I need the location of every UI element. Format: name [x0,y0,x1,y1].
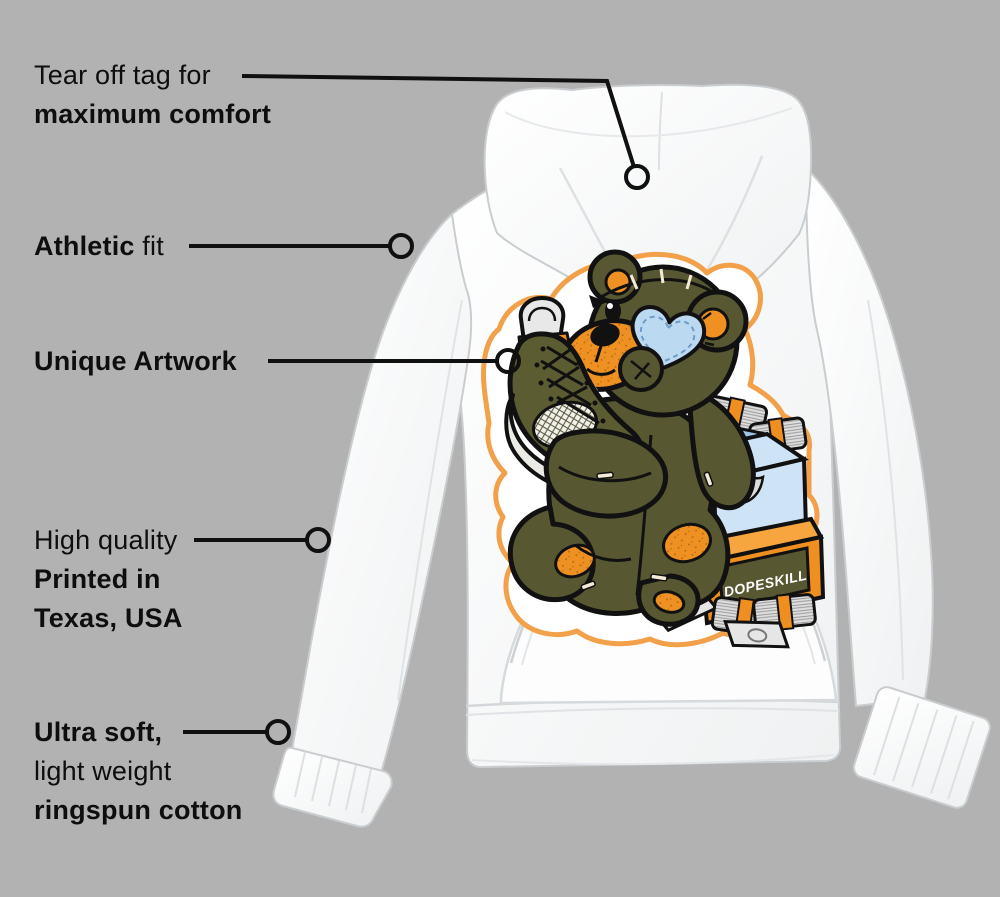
sneaker-heel-tab [518,296,566,343]
callout-line-unique-artwork [268,348,521,374]
callout-line-athletic-fit [189,233,414,259]
bear-left-ear-inner [604,268,632,296]
callout-text: Athletic [34,231,135,261]
callout-label-unique-artwork: Unique Artwork [34,342,237,381]
callout-text: Texas, USA [34,603,183,633]
callout-line-tear-off-tag [241,74,650,190]
callout-label-high-quality: High quality Printed in Texas, USA [34,521,183,638]
callout-label-tear-off-tag: Tear off tag for maximum comfort [34,56,271,134]
callout-marker-high-quality [305,527,331,553]
callout-text: Ultra soft, [34,717,163,747]
bear-right-foot-pad [652,590,686,614]
hem-seam-2 [465,707,840,716]
callout-text: ringspun cotton [34,795,243,825]
callout-marker-unique-artwork [495,348,521,374]
right-cuff [852,686,991,809]
left-sleeve [272,211,473,828]
callout-text: Tear off tag for [34,60,211,90]
callout-text: light weight [34,756,172,786]
callout-text: High quality [34,525,178,555]
callout-label-ultra-soft: Ultra soft, light weight ringspun cotton [34,713,242,830]
head-seam-ticks [629,268,693,290]
callout-marker-ultra-soft [265,719,291,745]
bear-mouth [586,345,616,376]
sneaker-eyelets [534,346,606,424]
print-artwork: DOPESKILL [481,249,826,649]
callout-marker-tear-off-tag [624,164,650,190]
sneaker-laces [540,345,600,425]
hem-edge [471,754,835,766]
callout-line-ultra-soft [183,719,291,745]
callout-text: Printed in [34,564,161,594]
callout-text: maximum comfort [34,99,272,129]
callout-line-high-quality [194,527,331,553]
callout-label-athletic-fit: Athletic fit [34,227,164,266]
bear-holding-arm [543,346,668,519]
callout-marker-athletic-fit [388,233,414,259]
callout-text: Unique Artwork [34,346,237,376]
callout-lines [183,74,650,745]
bear-hip-patch [662,522,712,564]
callout-text: fit [134,231,164,261]
bear-brow [589,295,607,308]
right-sleeve [804,165,991,809]
bear-nose [590,323,620,347]
